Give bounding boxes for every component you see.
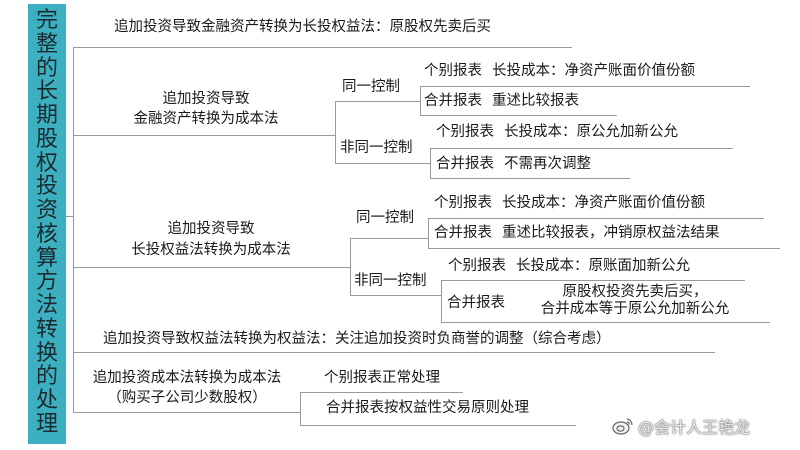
title-char: 资 (35, 198, 58, 223)
branch3-diff-individual-line (441, 280, 745, 281)
branch5-title-line1: 追加投资成本法转换为成本法 (92, 370, 282, 386)
branch2-diff-consolidated: 合并报表不需再次调整 (436, 156, 591, 172)
title-char: 的 (35, 364, 58, 390)
branch3-split (350, 238, 351, 295)
title-char: 投 (35, 174, 58, 200)
title-char: 权 (35, 150, 58, 176)
diagram-title-sidebar: 完 整 的 长 期 股 权 投 资 核 算 方 法 转 换 的 处 理 (28, 4, 66, 444)
branch2-diff-split (430, 148, 431, 178)
branch2-title-line2: 金融资产转换为成本法 (133, 111, 279, 127)
title-char: 整 (35, 31, 58, 57)
branch3-diff-individual: 个别报表长投成本：原账面加新公允 (448, 258, 690, 274)
branch2-same-individual: 个别报表长投成本：净资产账面价值份额 (424, 63, 695, 79)
branch2-diff-individual: 个别报表长投成本：原公允加新公允 (436, 124, 678, 140)
title-char: 换 (35, 340, 58, 366)
weibo-icon (612, 418, 633, 435)
branch2-same-consolidated: 合并报表重述比较报表 (424, 93, 579, 109)
watermark-text: @会计人王艳龙 (638, 418, 751, 437)
branch5-line (73, 412, 300, 413)
title-char: 的 (35, 55, 58, 81)
title-char: 理 (35, 411, 58, 437)
watermark: @会计人王艳龙 (612, 414, 750, 438)
branch2-line (73, 135, 335, 136)
branch3-diff-split (441, 280, 442, 322)
branch4-line (73, 352, 715, 353)
branch2-same-consolidated-line (420, 115, 617, 116)
branch2-diff-consolidated-line (430, 178, 630, 179)
branch1-text: 追加投资导致金融资产转换为长投权益法：原股权先卖后买 (114, 19, 491, 35)
branch3-diff-consolidated-detail1: 原股权投资先卖后买， (562, 284, 708, 300)
title-char: 算 (35, 245, 58, 271)
branch3-same-line (350, 238, 428, 239)
branch3-diff-control: 非同一控制 (354, 273, 427, 289)
branch3-diff-consolidated-line (441, 322, 770, 323)
main-spine (73, 47, 74, 413)
branch3-diff-consolidated-detail2: 合并成本等于原公允加新公允 (540, 301, 730, 317)
title-char: 期 (35, 103, 58, 128)
branch5-consolidated: 合并报表按权益性交易原则处理 (326, 400, 529, 416)
branch4-text: 追加投资导致权益法转换为权益法：关注追加投资时负商誉的调整（综合考虑） (103, 331, 611, 347)
branch5-individual: 个别报表正常处理 (324, 370, 440, 386)
branch3-same-split (428, 218, 429, 248)
branch2-title-line1: 追加投资导致 (162, 91, 250, 107)
branch3-line (73, 267, 350, 268)
branch3-diff-line (350, 295, 441, 296)
branch3-diff-consolidated-label: 合并报表 (447, 295, 505, 311)
branch1-line (73, 47, 572, 48)
branch5-title-line2: （购买子公司少数股权） (107, 390, 267, 406)
branch2-same-individual-line (420, 86, 750, 87)
branch3-title-line1: 追加投资导致 (167, 221, 255, 237)
branch2-diff-control: 非同一控制 (340, 140, 413, 156)
branch2-same-line (335, 101, 420, 102)
title-char: 完 (35, 8, 58, 33)
branch2-same-control: 同一控制 (342, 79, 400, 95)
root-connector (66, 216, 74, 217)
branch5-consolidated-line (300, 425, 576, 426)
branch5-split (300, 392, 301, 425)
branch5-individual-line (300, 392, 463, 393)
title-char: 核 (35, 221, 58, 247)
branch3-same-control: 同一控制 (356, 210, 414, 226)
title-char: 股 (35, 126, 58, 152)
branch3-same-individual-line (428, 218, 764, 219)
title-char: 转 (35, 316, 58, 342)
branch2-diff-line (335, 163, 430, 164)
branch2-diff-individual-line (430, 148, 733, 149)
branch2-same-split (420, 86, 421, 115)
title-char: 长 (35, 79, 58, 105)
branch2-split (335, 101, 336, 163)
branch3-title-line2: 长投权益法转换为成本法 (131, 242, 291, 258)
title-char: 方 (35, 269, 58, 295)
title-char: 处 (35, 388, 58, 413)
title-char: 法 (35, 293, 58, 318)
branch3-same-individual: 个别报表长投成本：净资产账面价值份额 (434, 195, 705, 211)
branch3-same-consolidated-line (428, 248, 780, 249)
branch3-same-consolidated: 合并报表重述比较报表，冲销原权益法结果 (434, 225, 720, 241)
